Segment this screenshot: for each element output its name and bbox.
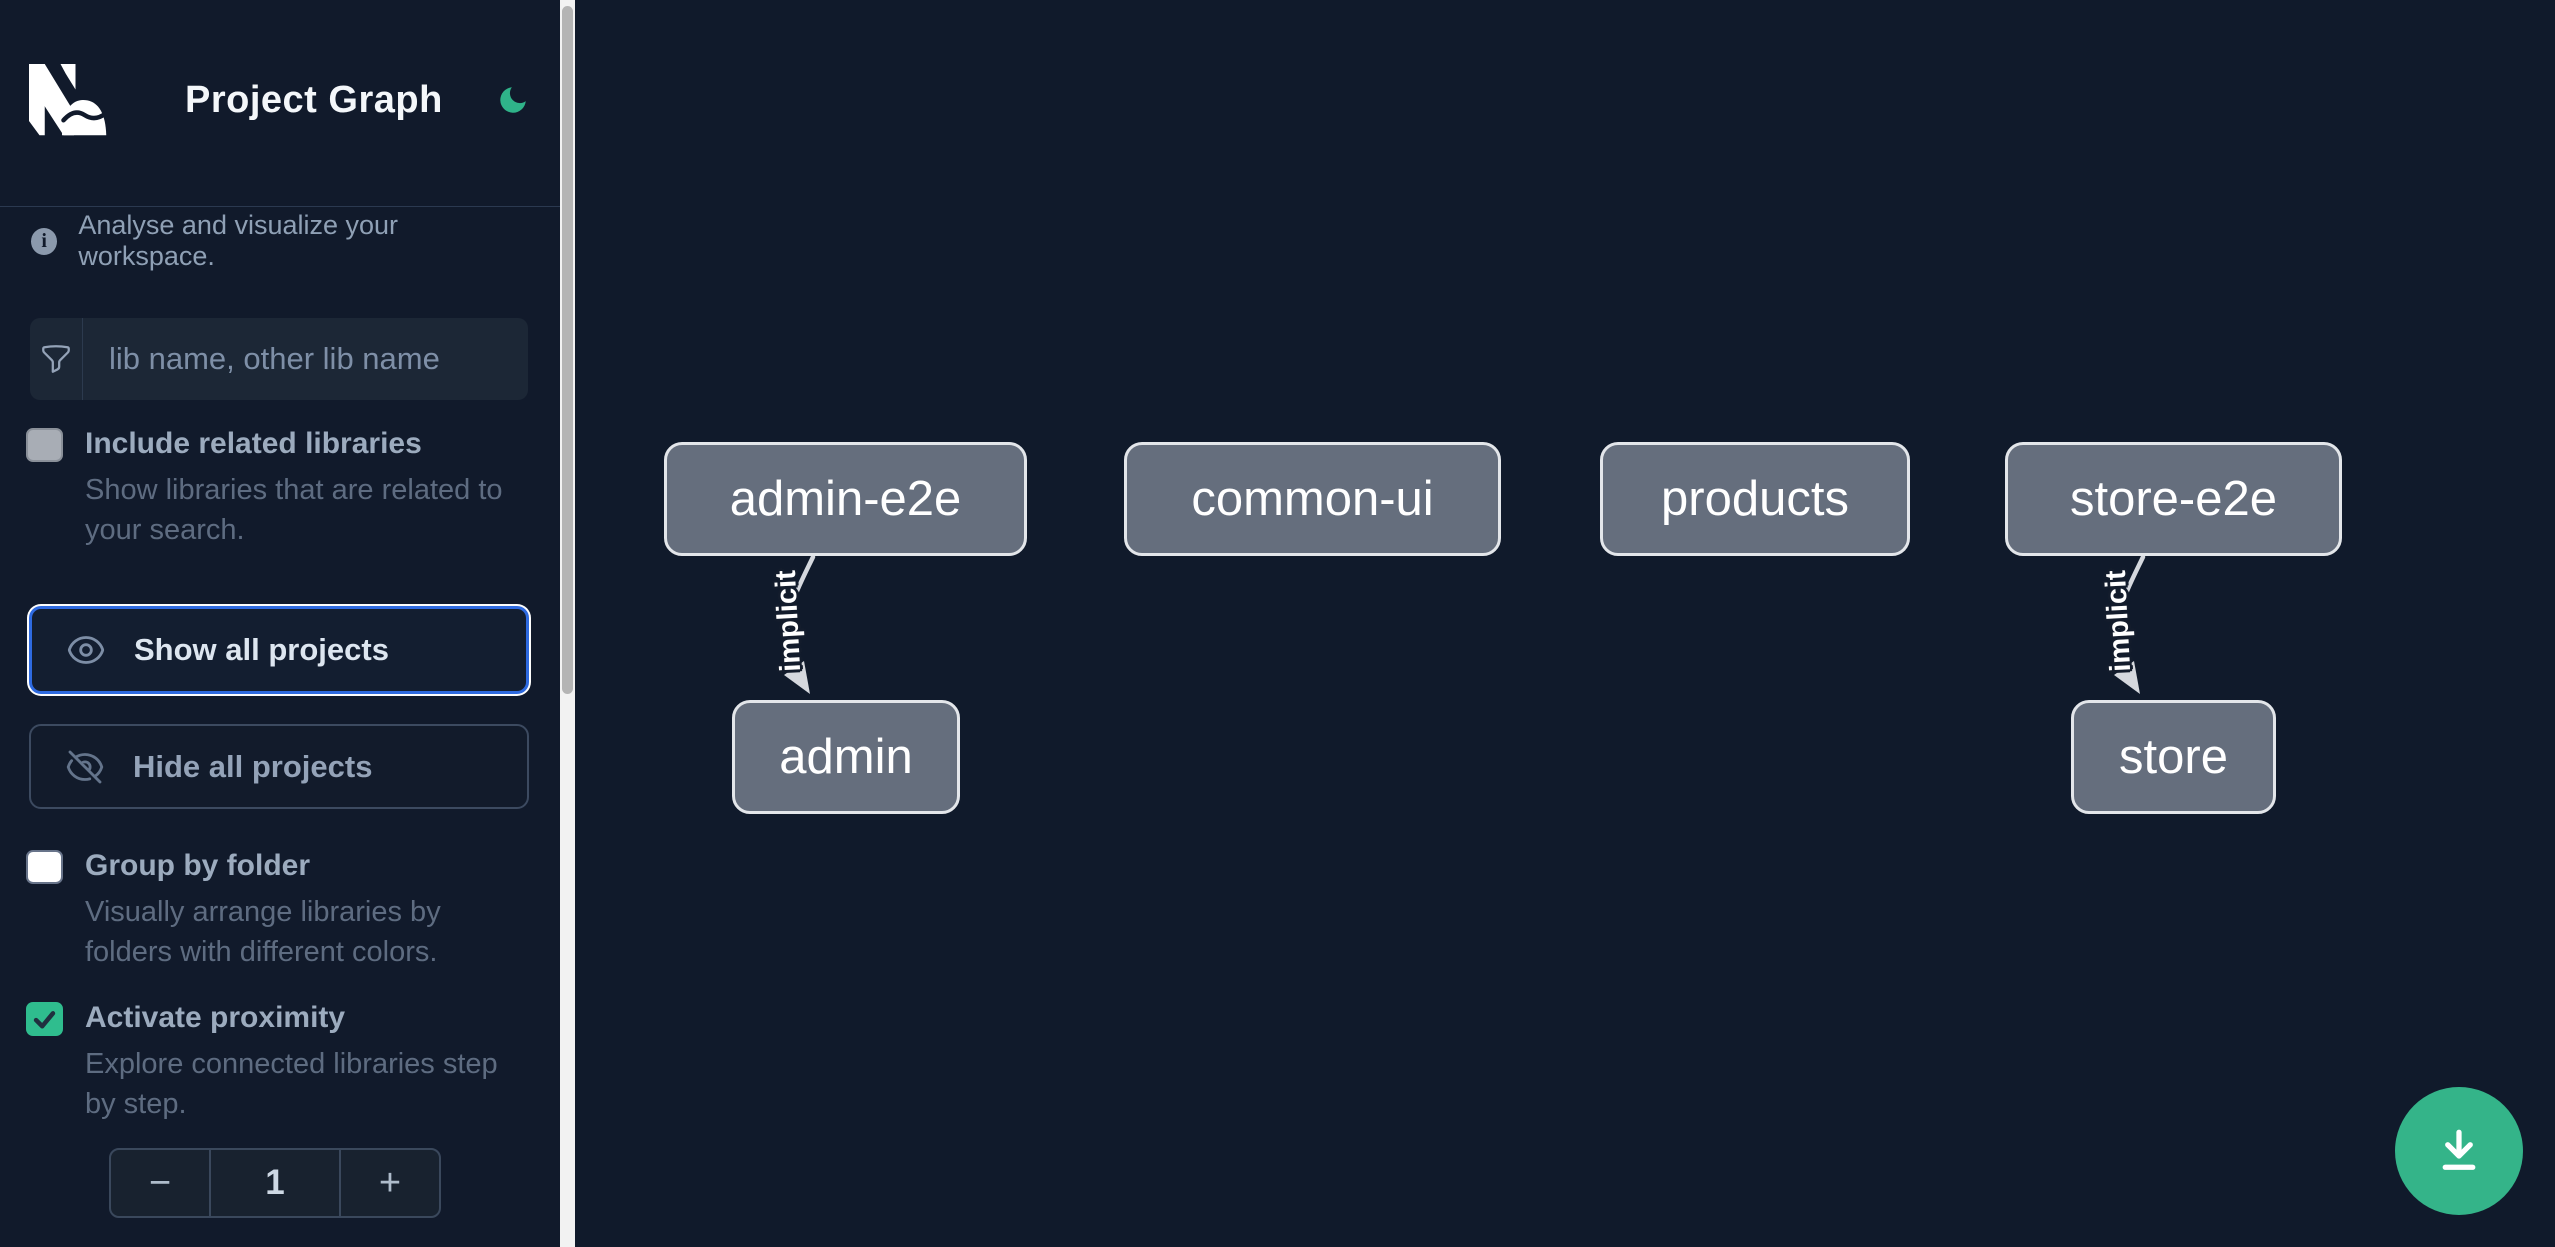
edge-label-implicit: implicit [769, 569, 808, 673]
intro-text: Analyse and visualize your workspace. [78, 210, 399, 271]
page-title: Project Graph [185, 78, 443, 121]
eye-icon [66, 630, 106, 670]
moon-icon[interactable] [496, 82, 530, 118]
increment-button[interactable]: + [378, 1161, 402, 1204]
graph-canvas[interactable] [575, 0, 2555, 1247]
option-description: Visually arrange libraries by folders wi… [85, 896, 441, 968]
checkbox-activate-proximity[interactable] [26, 1002, 63, 1036]
sidebar-scrollbar-track[interactable] [560, 0, 575, 1247]
graph-node-products[interactable]: products [1600, 442, 1910, 556]
header-divider [0, 206, 560, 207]
option-label: Group by folder [85, 849, 310, 882]
proximity-depth-value: 1 [209, 1150, 341, 1216]
nx-logo [29, 62, 107, 138]
download-graph-button[interactable] [2395, 1087, 2523, 1215]
graph-node-admin-e2e[interactable]: admin-e2e [664, 442, 1027, 556]
info-icon: i [31, 227, 58, 255]
filter-box [30, 318, 528, 400]
option-label: Activate proximity [85, 1001, 346, 1034]
checkbox-include-related[interactable] [26, 428, 63, 462]
show-all-projects-label: Show all projects [134, 632, 389, 667]
option-description: Show libraries that are related to your … [85, 474, 503, 546]
sidebar: Project Graph i Analyse and visualize yo… [0, 0, 560, 1247]
option-include-related: Include related libraries Show libraries… [26, 426, 531, 550]
hide-all-projects-button[interactable]: Hide all projects [29, 724, 529, 809]
option-description: Explore connected libraries step by step… [85, 1048, 498, 1120]
decrement-button[interactable]: − [148, 1161, 172, 1204]
option-group-by-folder: Group by folder Visually arrange librari… [26, 848, 531, 972]
eye-off-icon [65, 747, 105, 787]
graph-node-admin[interactable]: admin [732, 700, 960, 814]
show-all-projects-button[interactable]: Show all projects [29, 606, 529, 694]
graph-node-store-e2e[interactable]: store-e2e [2005, 442, 2342, 556]
proximity-depth-stepper: − 1 + [109, 1148, 441, 1218]
funnel-icon [30, 318, 83, 400]
graph-node-store[interactable]: store [2071, 700, 2276, 814]
download-icon [2429, 1121, 2489, 1181]
checkbox-group-by-folder[interactable] [26, 850, 63, 884]
sidebar-scrollbar-thumb[interactable] [562, 6, 573, 694]
graph-node-common-ui[interactable]: common-ui [1124, 442, 1501, 556]
option-activate-proximity: Activate proximity Explore connected lib… [26, 1000, 531, 1124]
check-icon [33, 1010, 56, 1028]
edge-label-implicit: implicit [2099, 569, 2138, 673]
option-label: Include related libraries [85, 427, 422, 460]
intro-row: i Analyse and visualize your workspace. [31, 210, 531, 272]
brand-header: Project Graph [29, 60, 530, 140]
search-input[interactable] [83, 318, 528, 400]
hide-all-projects-label: Hide all projects [133, 748, 373, 784]
